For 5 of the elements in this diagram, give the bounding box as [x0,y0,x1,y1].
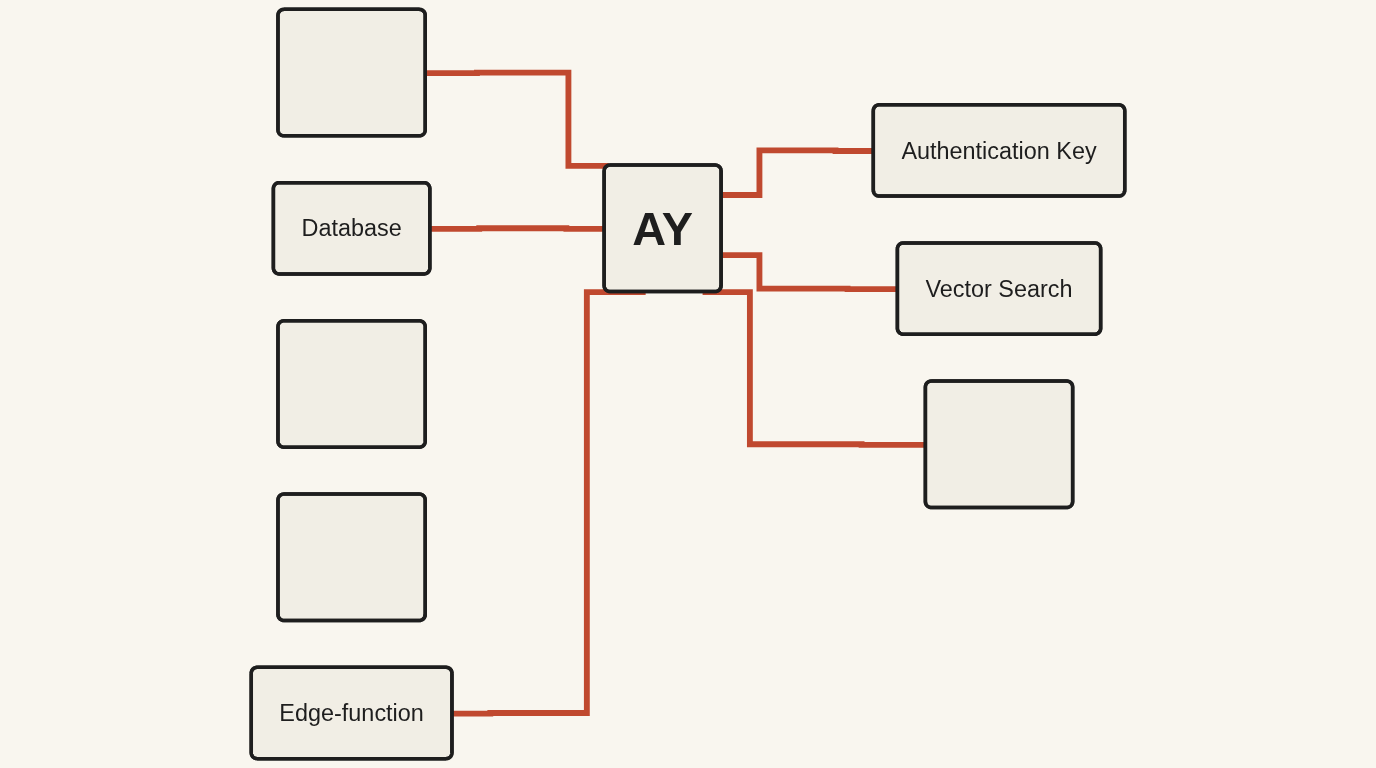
connector [721,147,874,198]
connector [425,69,609,169]
connector [430,225,605,232]
connector [452,289,646,717]
connector [721,252,898,293]
